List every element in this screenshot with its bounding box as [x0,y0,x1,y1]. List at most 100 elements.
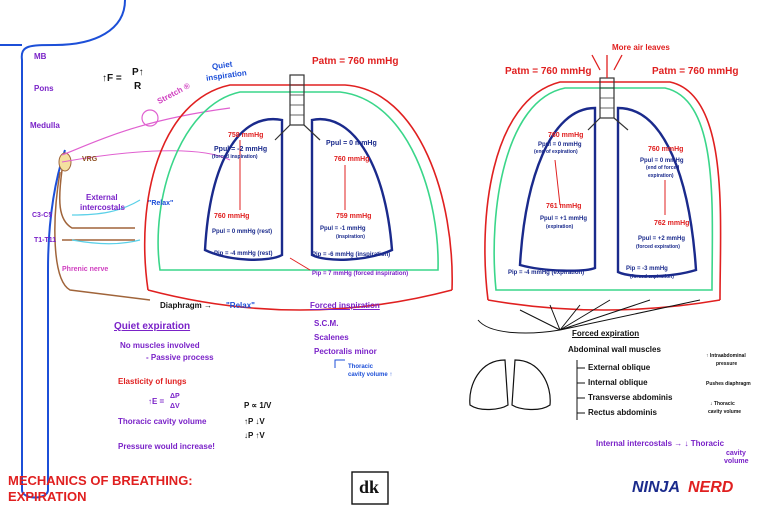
thoracic-wall-right [484,81,722,301]
pip-minus3-sub: (forced expiration) [630,274,674,280]
muscles-bracket [576,360,585,420]
vrg-nucleus [58,152,72,172]
rr-762: 762 mmHg [654,220,690,227]
side-note-2: pressure [716,361,738,367]
side-note-3: Pushes diaphragm [706,381,751,387]
relax-label: "Relax" [148,200,174,207]
ext-intercostals-l2: intercostals [80,203,125,212]
muscle-rectus: Rectus abdominis [588,408,657,417]
trachea-left [289,74,305,126]
rl-ppul0: Ppul = 0 mmHg [538,142,582,148]
vrg-label: VRG [82,156,98,163]
p-prop-v: P ∝ 1/V [244,401,272,410]
l-ppul-2-sub: (forced inspiration) [212,154,258,160]
quiet-exp-title: Quiet expiration [114,321,191,332]
diaphragm-label: Diaphragm → [160,301,213,310]
forced-insp-title: Forced inspiration [310,301,380,310]
equation-den: R [134,81,142,92]
r-760: 760 mmHg [334,156,370,163]
forced-insp-note2: cavity volume ↑ [348,372,393,378]
rr-ppul0: Ppul = 0 mmHg [640,158,684,164]
nerd-logo: NERD [688,479,734,496]
relax-line-1 [71,199,141,216]
phrenic-nerve [54,171,151,301]
internal-intercostals-3: volume [724,458,749,465]
pip-minus4: Pip = -4 mmHg (expiration) [508,270,585,276]
muscle-int-oblique: Internal oblique [588,378,648,387]
forced-insp-item-2: Scalenes [314,333,349,342]
small-lung-left [469,359,509,411]
diaphragm-right [487,299,721,311]
l-758: 758 mmHg [228,132,264,139]
elasticity-den: ΔV [170,403,180,410]
pip7: Pip = 7 mmHg (forced inspiration) [312,271,409,277]
page-title-line2: EXPIRATION [8,489,87,504]
patm-left: Patm = 760 mmHg [312,56,399,67]
mb-label: MB [34,52,47,61]
side-note-4: ↓ Thoracic [710,401,735,407]
l-760: 760 mmHg [214,213,250,220]
r-ppul1-sub: (inspiration) [336,234,365,240]
r-pip6: Pip = -6 mmHg (inspiration) [312,252,391,258]
quiet-exp-b3: Thoracic cavity volume [118,417,207,426]
rl-ppul0-sub: (end of expiration) [534,149,578,155]
equation-num: P↑ [132,67,144,78]
quiet-exp-b2: Elasticity of lungs [118,377,187,386]
rr-ppul2: Ppul = +2 mmHg [638,236,686,242]
t1t11-label: T1-T11 [34,237,57,244]
forced-insp-item-1: S.C.M. [314,319,339,328]
r-ppul0: Ppul = 0 mmHg [326,140,377,147]
smiley-face [141,109,159,127]
page-title-line1: MECHANICS OF BREATHING: [8,473,193,488]
elasticity-num: ΔP [170,393,180,400]
forced-insp-note1: Thoracic [348,364,374,370]
l-pip-rest: Pip = -4 mmHg (rest) [214,251,273,257]
rl-ppul1: Ppul = +1 mmHg [540,216,588,222]
dk-logo-box [351,471,389,505]
rl-ppul1-sub: (expiration) [546,224,574,230]
patm-right-2: Patm = 760 mmHg [652,66,739,77]
rl-761: 761 mmHg [546,203,582,210]
ninja-logo: NINJA [632,479,681,496]
pv-row1: ↑P ↓V [244,417,265,426]
patm-right-1: Patm = 760 mmHg [505,66,592,77]
relax-line-2 [71,239,141,245]
quiet-exp-b1: No muscles involved [120,341,200,350]
rr-760: 760 mmHg [648,146,684,153]
forced-exp-arrows [519,299,701,331]
quiet-exp-b1-sub: - Passive process [146,353,214,362]
side-note-5: cavity volume [708,409,742,415]
stretch-line [61,107,231,156]
pleura-right [493,87,714,291]
rr-ppul0-sub2: expiration) [648,173,674,179]
more-air-leaves: More air leaves [612,43,670,52]
abdominal-wall: Abdominal wall muscles [568,345,661,354]
forced-exp-title: Forced expiration [572,329,640,338]
r-ppul1: Ppul = -1 mmHg [320,226,366,232]
elasticity-eq: ↑E = [148,397,165,406]
small-lung-right [511,359,551,411]
pons-label: Pons [34,84,54,93]
r-759: 759 mmHg [336,213,372,220]
c3c5-label: C3-C5 [32,212,53,219]
brainstem-outline [20,0,126,499]
internal-intercostals: Internal intercostals → ↓ Thoracic [596,439,725,448]
quiet-exp-b4: Pressure would increase! [118,442,215,451]
forced-insp-item-3: Pectoralis minor [314,347,377,356]
l-ppul-2: Ppul = -2 mmHg [214,146,268,153]
air-leaves-arrows [591,54,623,78]
diaphragm-relax: "Relax" [226,301,255,310]
pip-minus3: Pip = -3 mmHg [626,266,668,272]
right-lung-a [310,117,394,261]
medulla-label: Medulla [30,121,60,130]
muscle-ext-oblique: External oblique [588,363,651,372]
muscle-transverse: Transverse abdominis [588,393,673,402]
side-note-1: ↑ Intraabdominal [706,353,746,359]
dk-logo: dk [359,477,380,497]
left-lung-a [203,117,284,261]
left-lung-b [518,106,597,272]
rl-760: 760 mmHg [548,132,584,139]
rr-ppul2-sub: (forced expiration) [636,244,680,250]
